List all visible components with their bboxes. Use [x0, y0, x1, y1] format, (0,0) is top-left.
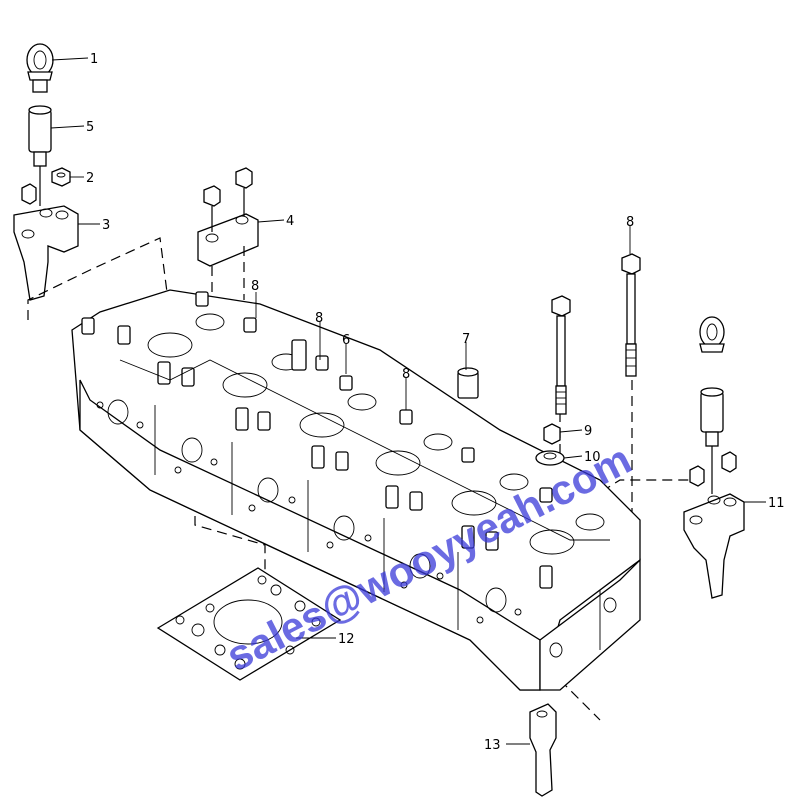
part-4-bracket-plate	[197, 167, 259, 267]
part-7-sleeve	[457, 367, 479, 399]
callout-2: 2	[86, 171, 94, 186]
callout-12: 12	[338, 632, 355, 647]
callout-4: 4	[286, 214, 294, 229]
part-10-washer	[535, 450, 565, 466]
callout-13: 13	[484, 738, 501, 753]
part-1-lifting-eye-right	[699, 316, 725, 353]
part-11-lifting-bracket-right	[683, 446, 745, 599]
callout-8-a: 8	[251, 279, 259, 294]
part-1-lifting-eye	[26, 43, 54, 93]
callout-6: 6	[342, 333, 350, 348]
callout-5: 5	[86, 120, 94, 135]
callout-3: 3	[102, 218, 110, 233]
part-5-sleeve-right	[700, 387, 724, 447]
callout-9: 9	[584, 424, 592, 439]
part-2-nut	[51, 167, 71, 187]
part-3-lifting-bracket	[13, 166, 79, 301]
part-8-long-bolt-b	[621, 253, 641, 377]
callout-1: 1	[90, 52, 98, 67]
callout-7: 7	[462, 332, 470, 347]
leader-lines	[50, 57, 766, 745]
callout-11: 11	[768, 496, 785, 511]
part-8-long-bolt-a	[551, 295, 571, 415]
part-13-lever	[529, 703, 557, 797]
part-9-nut	[543, 423, 561, 445]
callout-8-b: 8	[315, 311, 323, 326]
part-12-head-gasket	[156, 567, 342, 681]
callout-8-d: 8	[626, 215, 634, 230]
callout-8-c: 8	[402, 367, 410, 382]
part-5-sleeve	[28, 105, 52, 167]
callout-10: 10	[584, 450, 601, 465]
callouts: 1 5 2 3 4 8 8 6 8 7 8 9 10 11 12 13	[86, 52, 785, 753]
cylinder-head-block	[71, 289, 641, 691]
